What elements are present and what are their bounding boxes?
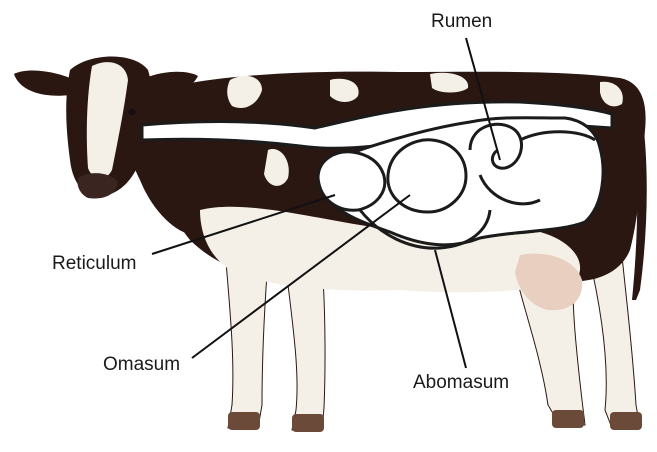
omasum-organ — [388, 140, 466, 212]
omasum-label: Omasum — [103, 355, 180, 374]
cow-hoof — [228, 412, 260, 430]
abomasum-label: Abomasum — [413, 373, 509, 392]
cow-hoof — [292, 414, 324, 432]
reticulum-organ — [318, 152, 385, 210]
cow-ear-left — [14, 71, 70, 96]
cow-hoof — [610, 412, 642, 430]
reticulum-label: Reticulum — [52, 254, 136, 273]
cow-hoof — [552, 410, 584, 428]
cow-eye — [129, 109, 136, 116]
rumen-label: Rumen — [431, 12, 492, 31]
